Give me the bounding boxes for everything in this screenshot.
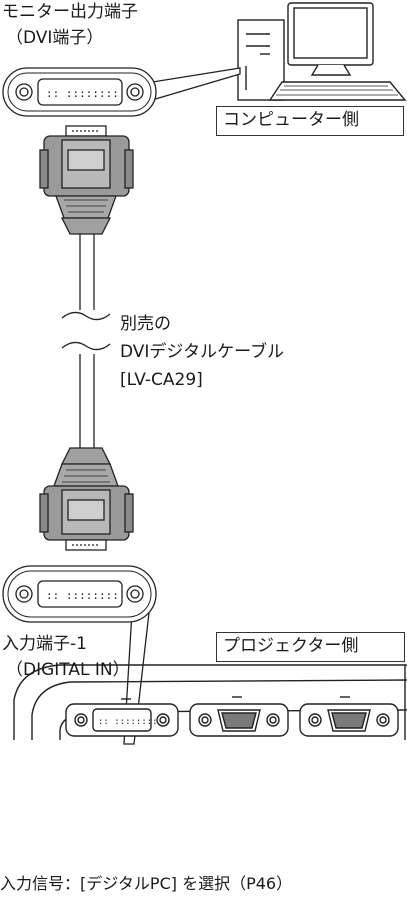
- computer-icon: [237, 2, 407, 101]
- svg-text::: ::::::::: :: ::::::::: [46, 87, 119, 100]
- cable-label-line2: DVIデジタルケーブル: [120, 342, 285, 362]
- dvi-cable: [61, 234, 111, 448]
- cable-label-line1: 別売の: [120, 314, 171, 334]
- svg-text::: ::::::::: :: ::::::::: [98, 717, 158, 727]
- instruction-text: 入力信号：[デジタルPC] を選択（P46）: [0, 874, 293, 893]
- projector-panel: :: ::::::::: [13, 664, 407, 740]
- bottom-dvi-connector-icon: [39, 447, 134, 551]
- panel-vga-port-2-icon: [299, 703, 399, 737]
- input-port-label: 入力端子-1: [2, 634, 87, 654]
- input-port-sublabel: （DIGITAL IN）: [6, 660, 130, 680]
- monitor-port-label: モニター出力端子: [2, 2, 138, 22]
- panel-dvi-port-icon: :: ::::::::: [65, 703, 179, 737]
- top-dvi-connector-icon: [39, 125, 134, 235]
- monitor-port-sublabel: （DVI端子）: [6, 28, 104, 48]
- projector-side-label: プロジェクター側: [216, 632, 405, 662]
- input-port-callout: :: ::::::::: [2, 565, 157, 745]
- cable-label-line3: [LV-CA29]: [120, 370, 203, 390]
- monitor-port-callout: :: ::::::::: [2, 67, 241, 117]
- computer-side-label: コンピューター側: [216, 106, 404, 136]
- panel-vga-port-1-icon: [189, 703, 289, 737]
- svg-text::: ::::::::: :: ::::::::: [46, 589, 119, 602]
